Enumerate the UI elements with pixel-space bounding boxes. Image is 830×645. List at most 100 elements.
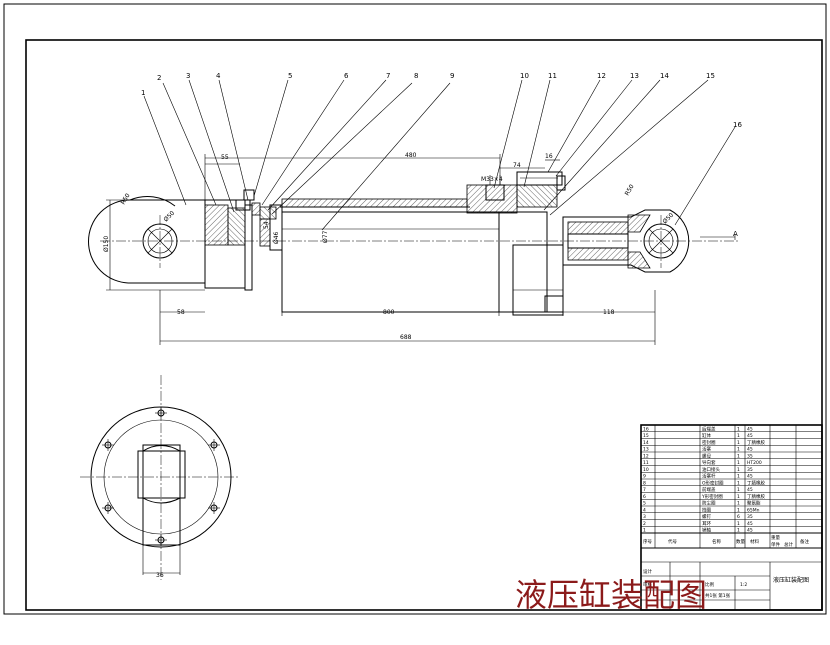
parts-list-cell: 1 [737,433,740,439]
parts-list-cell: 3 [643,514,646,520]
dim-55: 55 [221,154,229,161]
parts-list-cell: 缸体 [702,432,711,439]
parts-list-cell: 45 [747,447,753,453]
parts-list-cell: 35 [747,453,753,459]
cylinder-barrel-wall [281,198,468,208]
parts-list-cell: 挡圈 [702,506,711,513]
dim-58: 58 [177,309,185,316]
dim-phi50-right: Ø50 [661,212,675,226]
parts-list-cell: 丁腈橡胶 [747,479,765,486]
parts-list-cell: 1 [737,528,740,534]
parts-list-cell: 12 [643,453,649,459]
parts-list-cell: 45 [747,433,753,439]
header-name: 名称 [712,538,721,545]
main-view: 1 2 3 4 5 6 7 8 9 10 11 12 13 14 15 16 [88,72,742,345]
outer-frame [3,3,827,615]
part-number-14: 14 [660,72,669,80]
parts-list-cell: 1 [737,467,740,473]
inner-frame [25,39,823,611]
parts-list-cell: 8 [643,480,646,486]
parts-list-cell: 耳环 [702,521,711,527]
part-number-13: 13 [630,72,639,80]
parts-list-cell: 后端盖 [702,425,716,432]
parts-list-cell: 前端盖 [702,486,716,493]
parts-list-cell: 7 [643,487,646,493]
part-number-12: 12 [597,72,606,80]
parts-list-cell: HT200 [747,460,762,466]
header-material: 材料 [750,538,759,545]
dim-480: 480 [405,152,417,159]
right-ear [643,215,679,268]
parts-list-cell: 1 [737,460,740,466]
parts-list-cell: 5 [643,501,646,507]
parts-list-cell: 4 [643,507,646,513]
dim-m33: M33×4 [481,176,503,183]
dim-dia150: Ø150 [103,236,110,252]
parts-list-cell: 14 [643,440,649,446]
part-number-10: 10 [520,72,529,80]
parts-list-cell: 防尘圈 [702,500,716,507]
parts-list-cell: 1 [737,426,740,432]
header-unit: 单件 [771,541,780,548]
dim-36: 36 [156,572,164,579]
scale-value: 1:2 [740,582,747,588]
parts-list-cell: 35 [747,514,753,520]
parts-list-cell: 45 [747,528,753,534]
parts-list-cell: 13 [643,447,649,453]
dim-54: 54 [263,221,270,229]
parts-list-cell: 丁腈橡胶 [747,439,765,446]
part-number-5: 5 [288,72,292,80]
parts-list-cell: 65Mn [747,507,760,513]
part-number-9: 9 [450,72,454,80]
parts-list-cell: 油口接头 [702,466,720,473]
header-remark: 备注 [800,538,809,545]
parts-list-cell: 1 [737,447,740,453]
left-ear [88,196,205,284]
part-number-11: 11 [548,72,557,80]
scale-label: 比例 [705,581,714,588]
parts-list-cell: 45 [747,487,753,493]
parts-list-cell: O形密封圈 [702,479,724,486]
parts-list-cell: 导向套 [702,459,716,466]
parts-list-cell: 1 [737,487,740,493]
parts-list-cell: 6 [737,514,740,520]
header-seq: 序号 [643,538,652,545]
header-weight: 重量 [771,534,780,541]
header-code: 代号 [668,538,677,545]
parts-list-cell: 销轴 [702,527,711,534]
parts-list-cell: 密封圈 [702,439,716,446]
dim-16: 16 [545,153,553,160]
parts-list-cell: 45 [747,521,753,527]
parts-list-cell: 10 [643,467,649,473]
designer-label: 设计 [643,568,652,575]
front-end-cap [204,204,229,246]
part-number-4: 4 [216,72,221,80]
parts-list-cell: 1 [737,453,740,459]
rear-end-cap [562,209,690,273]
parts-list-cell: 1 [643,528,646,534]
part-number-8: 8 [414,72,418,80]
parts-list-cell: 螺钉 [702,513,711,520]
parts-list-cell: 45 [747,474,753,480]
parts-list-cell: 活塞杆 [702,473,716,480]
parts-list-cell: 6 [643,494,646,500]
parts-list-cell: 9 [643,474,646,480]
part-number-15: 15 [706,72,715,80]
dim-phi77: Ø77 [322,230,329,243]
piston [498,211,548,313]
dim-118: 118 [603,309,615,316]
parts-list-cell: 1 [737,494,740,500]
parts-list-cell: 1 [737,480,740,486]
part-number-3: 3 [186,72,190,80]
parts-list-cell: 丁腈橡胶 [747,493,765,500]
parts-list-cell: 35 [747,467,753,473]
drawing-title: 液压缸装配图 [515,576,707,614]
parts-list-cell: 螺母 [702,452,711,459]
dim-800: 800 [383,309,395,316]
piston-rod [281,211,500,313]
header-total: 总计 [784,541,793,548]
dim-phi50-left: Ø50 [162,210,176,224]
parts-list-cell: 1 [737,474,740,480]
